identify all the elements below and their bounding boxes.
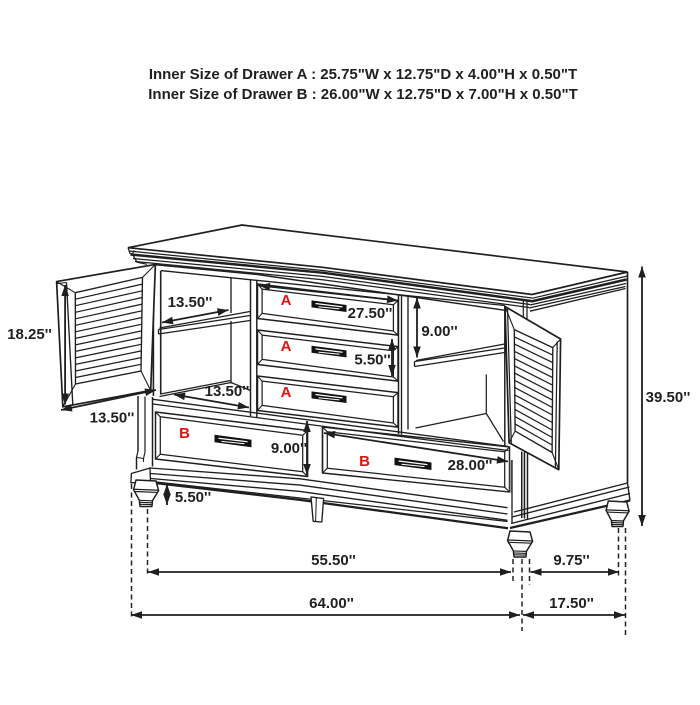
svg-text:Inner Size of Drawer B : 26.00: Inner Size of Drawer B : 26.00"W x 12.75… — [148, 86, 577, 103]
svg-text:B: B — [359, 453, 370, 470]
svg-text:A: A — [281, 292, 292, 309]
svg-text:18.25'': 18.25'' — [7, 326, 52, 343]
svg-text:39.50'': 39.50'' — [646, 389, 691, 406]
svg-text:13.50'': 13.50'' — [205, 383, 250, 400]
svg-text:17.50'': 17.50'' — [549, 595, 594, 612]
svg-text:55.50'': 55.50'' — [311, 552, 356, 569]
svg-text:13.50'': 13.50'' — [168, 294, 213, 311]
svg-text:Inner Size of Drawer A : 25.75: Inner Size of Drawer A : 25.75"W x 12.75… — [149, 66, 577, 83]
svg-text:28.00'': 28.00'' — [448, 457, 493, 474]
svg-text:B: B — [179, 425, 190, 442]
svg-text:5.50'': 5.50'' — [354, 352, 390, 369]
svg-text:A: A — [281, 338, 292, 355]
svg-text:9.00'': 9.00'' — [271, 440, 307, 457]
svg-text:9.00'': 9.00'' — [421, 323, 457, 340]
svg-text:13.50'': 13.50'' — [90, 410, 135, 427]
svg-text:64.00'': 64.00'' — [309, 595, 354, 612]
svg-text:27.50'': 27.50'' — [348, 305, 393, 322]
svg-text:A: A — [281, 384, 292, 401]
svg-text:9.75'': 9.75'' — [553, 552, 589, 569]
svg-text:5.50'': 5.50'' — [175, 489, 211, 506]
